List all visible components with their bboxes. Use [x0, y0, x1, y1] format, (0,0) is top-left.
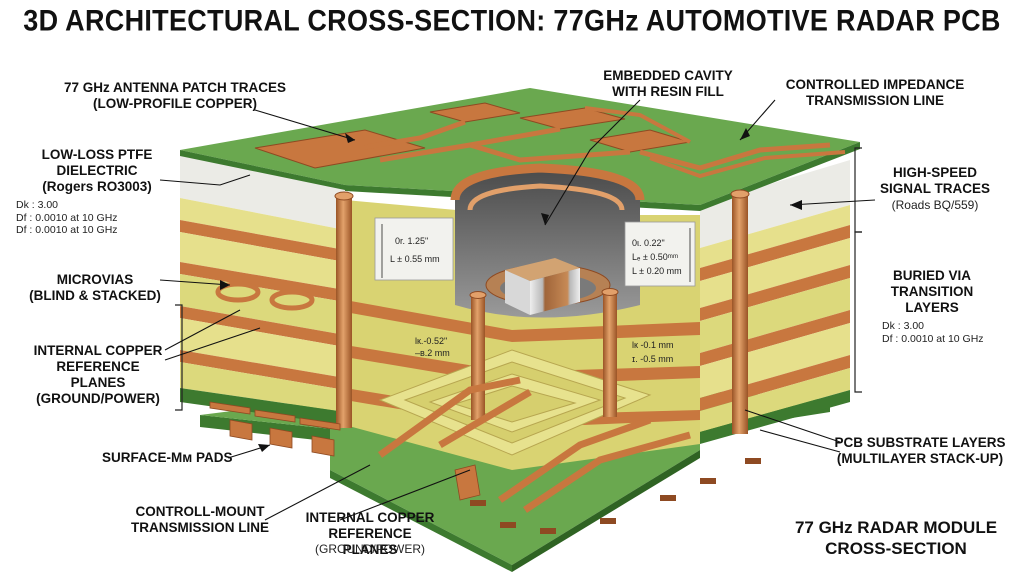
embedded-cavity — [450, 163, 645, 318]
dimension-low-right: lк -0.1 mm ɪ. -0.5 mm — [632, 340, 673, 364]
dim-left-line-1: 0r. 1.25" — [395, 236, 428, 246]
label-controll-mount: CONTROLL-MOUNT TRANSMISSION LINE — [130, 504, 269, 535]
leader-arrowheads — [220, 128, 802, 452]
dim-left-line-2: L ± 0.55 mm — [390, 254, 440, 264]
label-internal-copper-bottom: INTERNAL COPPER REFERENCE PLANES — [305, 510, 435, 557]
label-ptfe-dielectric: LOW-LOSS PTFE DIELECTRIC (Rogers RO3003) — [41, 147, 153, 194]
label-internal-copper-left: INTERNAL COPPER REFERENCE PLANES (GROUND… — [33, 343, 163, 406]
leader-lines — [159, 99, 876, 521]
label-buried-via: BURIED VIA TRANSITION LAYERS — [890, 268, 974, 315]
dim-low-right-2: ɪ. -0.5 mm — [632, 354, 673, 364]
label-embedded-cavity: EMBEDDED CAVITY WITH RESIN FILL — [603, 68, 733, 99]
surface-mount-pads — [209, 401, 341, 457]
page-title: 3D ARCHITECTURAL CROSS-SECTION: 77GHz AU… — [23, 4, 1001, 38]
dim-right-line-3: L ± 0.20 mm — [632, 266, 682, 276]
label-antenna-patch-traces: 77 GHz ANTENNA PATCH TRACES (LOW-PROFILE… — [63, 80, 286, 111]
brackets — [175, 147, 862, 411]
vias — [215, 189, 750, 434]
high-speed-traces-sub: (Roads BQ/559) — [891, 198, 979, 212]
left-front-face-layers — [180, 150, 345, 425]
ptfe-specs: Dk : 3.00 Df : 0.0010 at 10 GHz Df : 0.0… — [16, 199, 118, 236]
dimension-box-right: 0ι. 0.22" Lₑ ± 0.50ᵐᵐ L ± 0.20 mm — [624, 221, 696, 287]
buried-via-specs: Dk : 3.00 Df : 0.0010 at 10 GHz — [882, 320, 984, 345]
label-microvias: MICROVIAS (BLIND & STACKED) — [29, 272, 161, 303]
label-pcb-substrate: PCB SUBSTRATE LAYERS (MULTILAYER STACK-U… — [834, 435, 1006, 466]
antenna-patch-traces — [254, 102, 846, 179]
dim-low-left-2: –ʙ.2 mm — [415, 348, 450, 358]
dimension-box-left: 0r. 1.25" L ± 0.55 mm — [374, 217, 454, 281]
footer-caption: 77 GHz RADAR MODULE CROSS-SECTION — [794, 518, 998, 558]
dimension-low-left: lк.-0.52" –ʙ.2 mm — [415, 336, 450, 358]
label-surface-pads: SURFACE-Mм PADS — [102, 450, 233, 465]
dim-low-left-1: lк.-0.52" — [415, 336, 447, 346]
label-high-speed-traces: HIGH-SPEED SIGNAL TRACES — [879, 165, 990, 196]
bottom-pads-row — [470, 458, 761, 534]
dim-low-right-1: lк -0.1 mm — [632, 340, 673, 350]
base-traces — [377, 376, 691, 513]
internal-copper-bottom-sub: (GROUND/POWER) — [315, 542, 425, 556]
label-controlled-impedance: CONTROLLED IMPEDANCE TRANSMISSION LINE — [785, 77, 965, 108]
dim-right-line-1: 0ι. 0.22" — [632, 238, 665, 248]
dim-right-line-2: Lₑ ± 0.50ᵐᵐ — [632, 252, 678, 262]
